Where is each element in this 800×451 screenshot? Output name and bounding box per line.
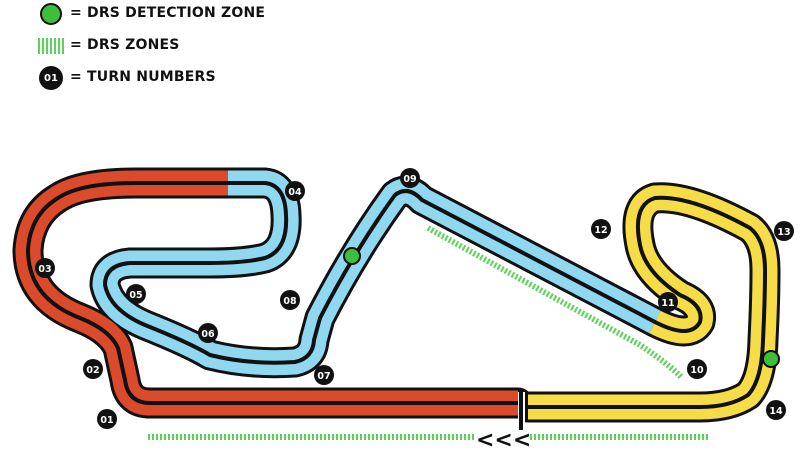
turn-14: 14 [766,400,786,420]
start-finish-line [519,392,523,430]
turn-06-label: 06 [201,329,215,340]
drs-zones [148,225,708,440]
turn-01: 01 [97,409,117,429]
drs-zone-back [426,225,685,381]
turn-03-label: 03 [38,264,51,275]
turn-10-label: 10 [690,365,704,376]
turn-09-label: 09 [403,174,416,185]
turn-05-label: 05 [129,290,142,301]
turn-04: 04 [285,181,305,201]
legend-zones-label: = DRS ZONES [70,37,180,53]
drs-detection-point-1 [343,247,361,265]
turn-05: 05 [126,284,146,304]
turn-03: 03 [35,258,55,278]
turn-08: 08 [280,290,300,310]
turn-07: 07 [314,365,334,385]
turn-04-label: 04 [288,187,302,198]
turn-06: 06 [198,323,218,343]
turn-11: 11 [658,292,678,312]
turn-11-label: 11 [661,298,674,309]
turn-badge-icon: 01 [39,66,63,90]
sector-2 [105,183,655,363]
green-dot-icon [40,3,62,25]
turn-10: 10 [687,359,707,379]
turn-12: 12 [591,219,611,239]
drs-detection-point-2 [762,350,780,368]
turn-14-label: 14 [769,406,783,417]
green-stripes-icon [38,38,64,54]
direction-chevrons: <<< [476,428,531,451]
turn-08-label: 08 [283,296,297,307]
turn-13-label: 13 [777,227,790,238]
turn-02-label: 02 [86,365,99,376]
legend: = DRS DETECTION ZONE = DRS ZONES 01 = TU… [0,0,320,100]
turn-12-label: 12 [594,225,607,236]
legend-detection-label: = DRS DETECTION ZONE [70,5,266,21]
turn-09: 09 [400,168,420,188]
turn-01-label: 01 [100,415,113,426]
turn-07-label: 07 [317,371,330,382]
legend-turns-label: = TURN NUMBERS [70,69,216,85]
turn-02: 02 [83,359,103,379]
turn-markers: 01 02 03 04 05 06 07 08 09 10 11 12 13 1… [35,168,794,429]
turn-13: 13 [774,221,794,241]
